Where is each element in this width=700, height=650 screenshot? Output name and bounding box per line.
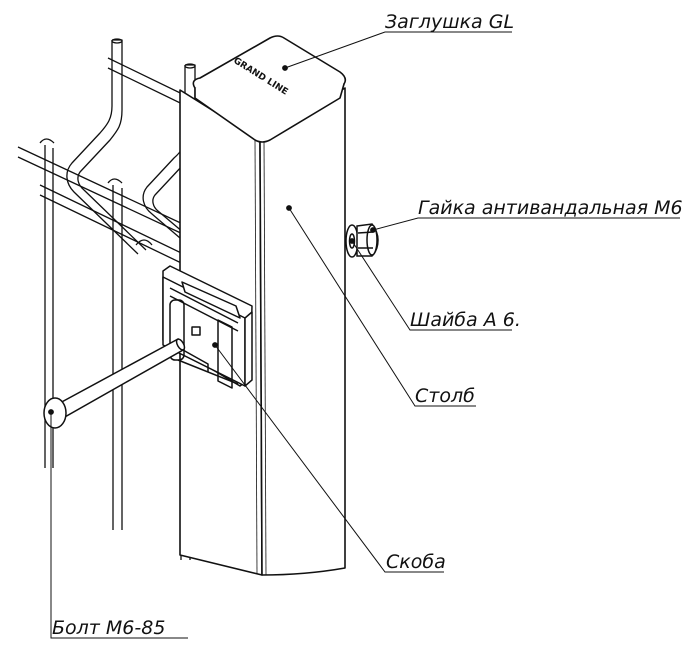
wire-end <box>184 63 196 69</box>
leader-dot <box>212 342 218 348</box>
mesh-wire-horizontal <box>39 184 201 273</box>
label-post: Столб <box>415 385 475 407</box>
bracket-slot <box>169 299 185 361</box>
leader-dot <box>370 227 376 233</box>
nut-lines <box>357 231 374 249</box>
post-edge <box>254 139 258 575</box>
label-cap: Заглушка GL <box>385 11 514 33</box>
label-bolt: Болт М6-85 <box>52 617 165 639</box>
mesh-wire-bent <box>66 39 147 255</box>
bracket-side <box>244 311 253 387</box>
label-washer: Шайба А 6. <box>410 309 521 331</box>
bracket-top-plate <box>181 281 241 319</box>
bracket <box>162 265 253 389</box>
bolt <box>43 337 186 429</box>
mesh-weld <box>39 138 153 246</box>
bracket-square-hole <box>191 326 201 336</box>
cap-rim <box>194 83 345 143</box>
bracket-slot-right <box>217 319 233 389</box>
leader-dot <box>286 205 292 211</box>
label-nut: Гайка антивандальная М6 <box>418 197 683 219</box>
leader-washer <box>351 240 512 331</box>
callouts <box>48 31 680 639</box>
wire-end <box>111 38 123 44</box>
bracket-tab <box>182 349 209 372</box>
post-edge <box>263 139 267 576</box>
label-bracket: Скоба <box>386 551 446 573</box>
leader-dot <box>349 238 355 244</box>
leader-dot <box>282 65 288 71</box>
mesh-wire-vertical <box>112 185 123 530</box>
leader-bracket <box>214 344 444 573</box>
leader-post <box>288 207 476 407</box>
mesh-wire-horizontal <box>17 146 201 243</box>
leader-nut <box>372 217 680 231</box>
leader-dot <box>48 409 54 415</box>
bolt-end <box>175 338 186 351</box>
bolt-shank <box>57 337 184 420</box>
leader-cap <box>284 31 512 69</box>
bolt-head <box>43 397 67 429</box>
leader-bolt <box>50 412 188 639</box>
